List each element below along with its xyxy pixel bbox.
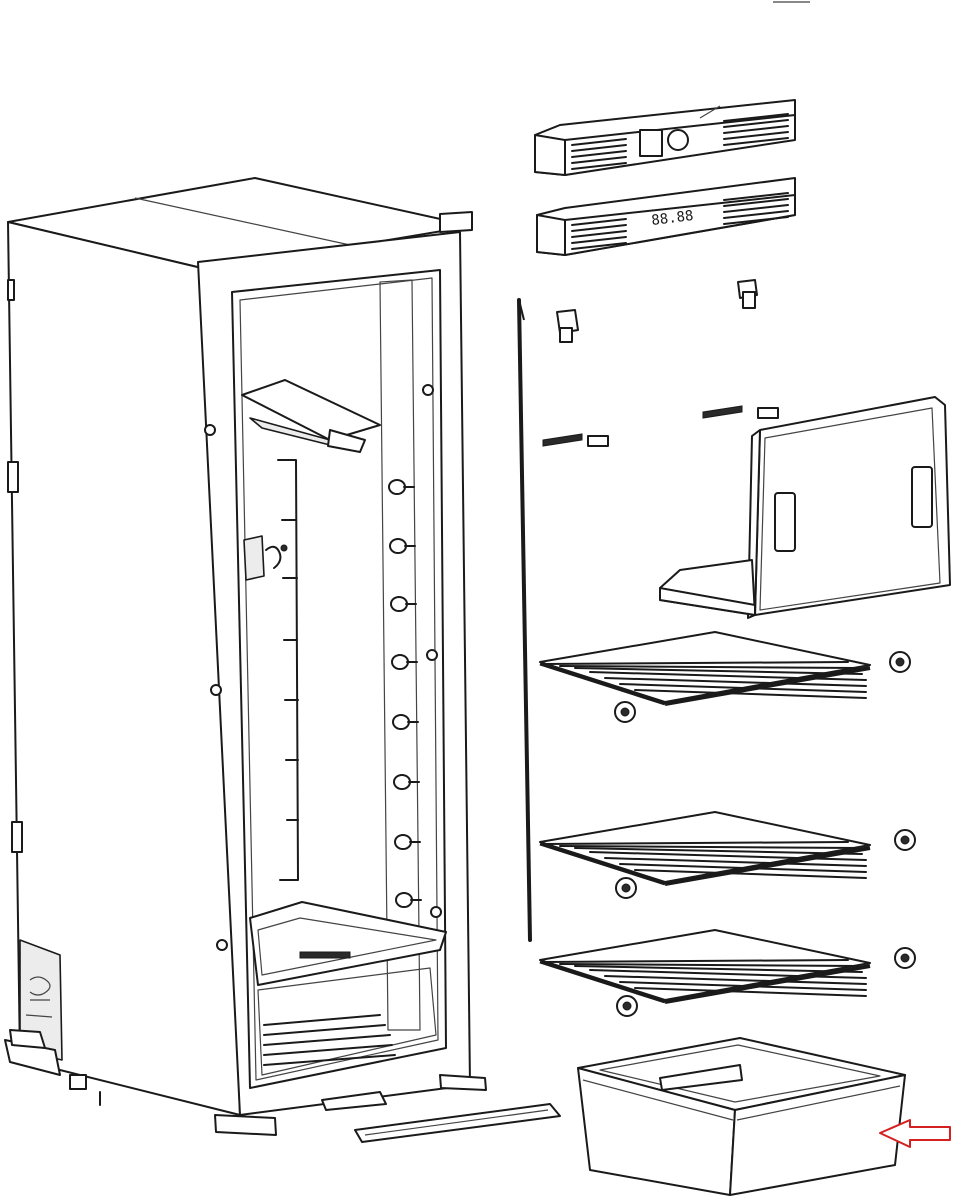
hinge-parts [542,279,779,447]
door-handle-left [774,492,796,552]
hinge-top-right [737,279,758,309]
refrigerator-cabinet [4,177,561,1143]
panel2-vent-left [571,218,627,250]
display-readout: 88.88 [651,208,695,229]
door-gasket-strip [517,298,532,942]
door-handle-right [911,466,933,528]
indicator-arrow-icon [879,1119,951,1148]
shelf-support-knobs [614,651,916,1017]
thermostat-dial-icon [667,129,689,151]
panel-vent-left [571,138,627,170]
shelf-rail-pegs [388,479,422,908]
panel2-vent-right [723,192,789,225]
control-panel-display: 88.88 [536,177,796,256]
control-panel-dial [534,99,796,176]
wire-shelf-3 [539,929,871,1004]
display-window [639,129,663,157]
door-clip-right [702,405,779,419]
wire-shelf-2 [539,811,871,886]
hinge-top-left [556,309,579,343]
inner-drawer-slats [263,1014,396,1066]
door-clip-left [542,433,609,447]
wire-shelf-1 [539,631,871,706]
panel-vent-right [723,113,789,146]
crisper-drawer [577,1037,906,1196]
freezer-door [659,396,951,619]
